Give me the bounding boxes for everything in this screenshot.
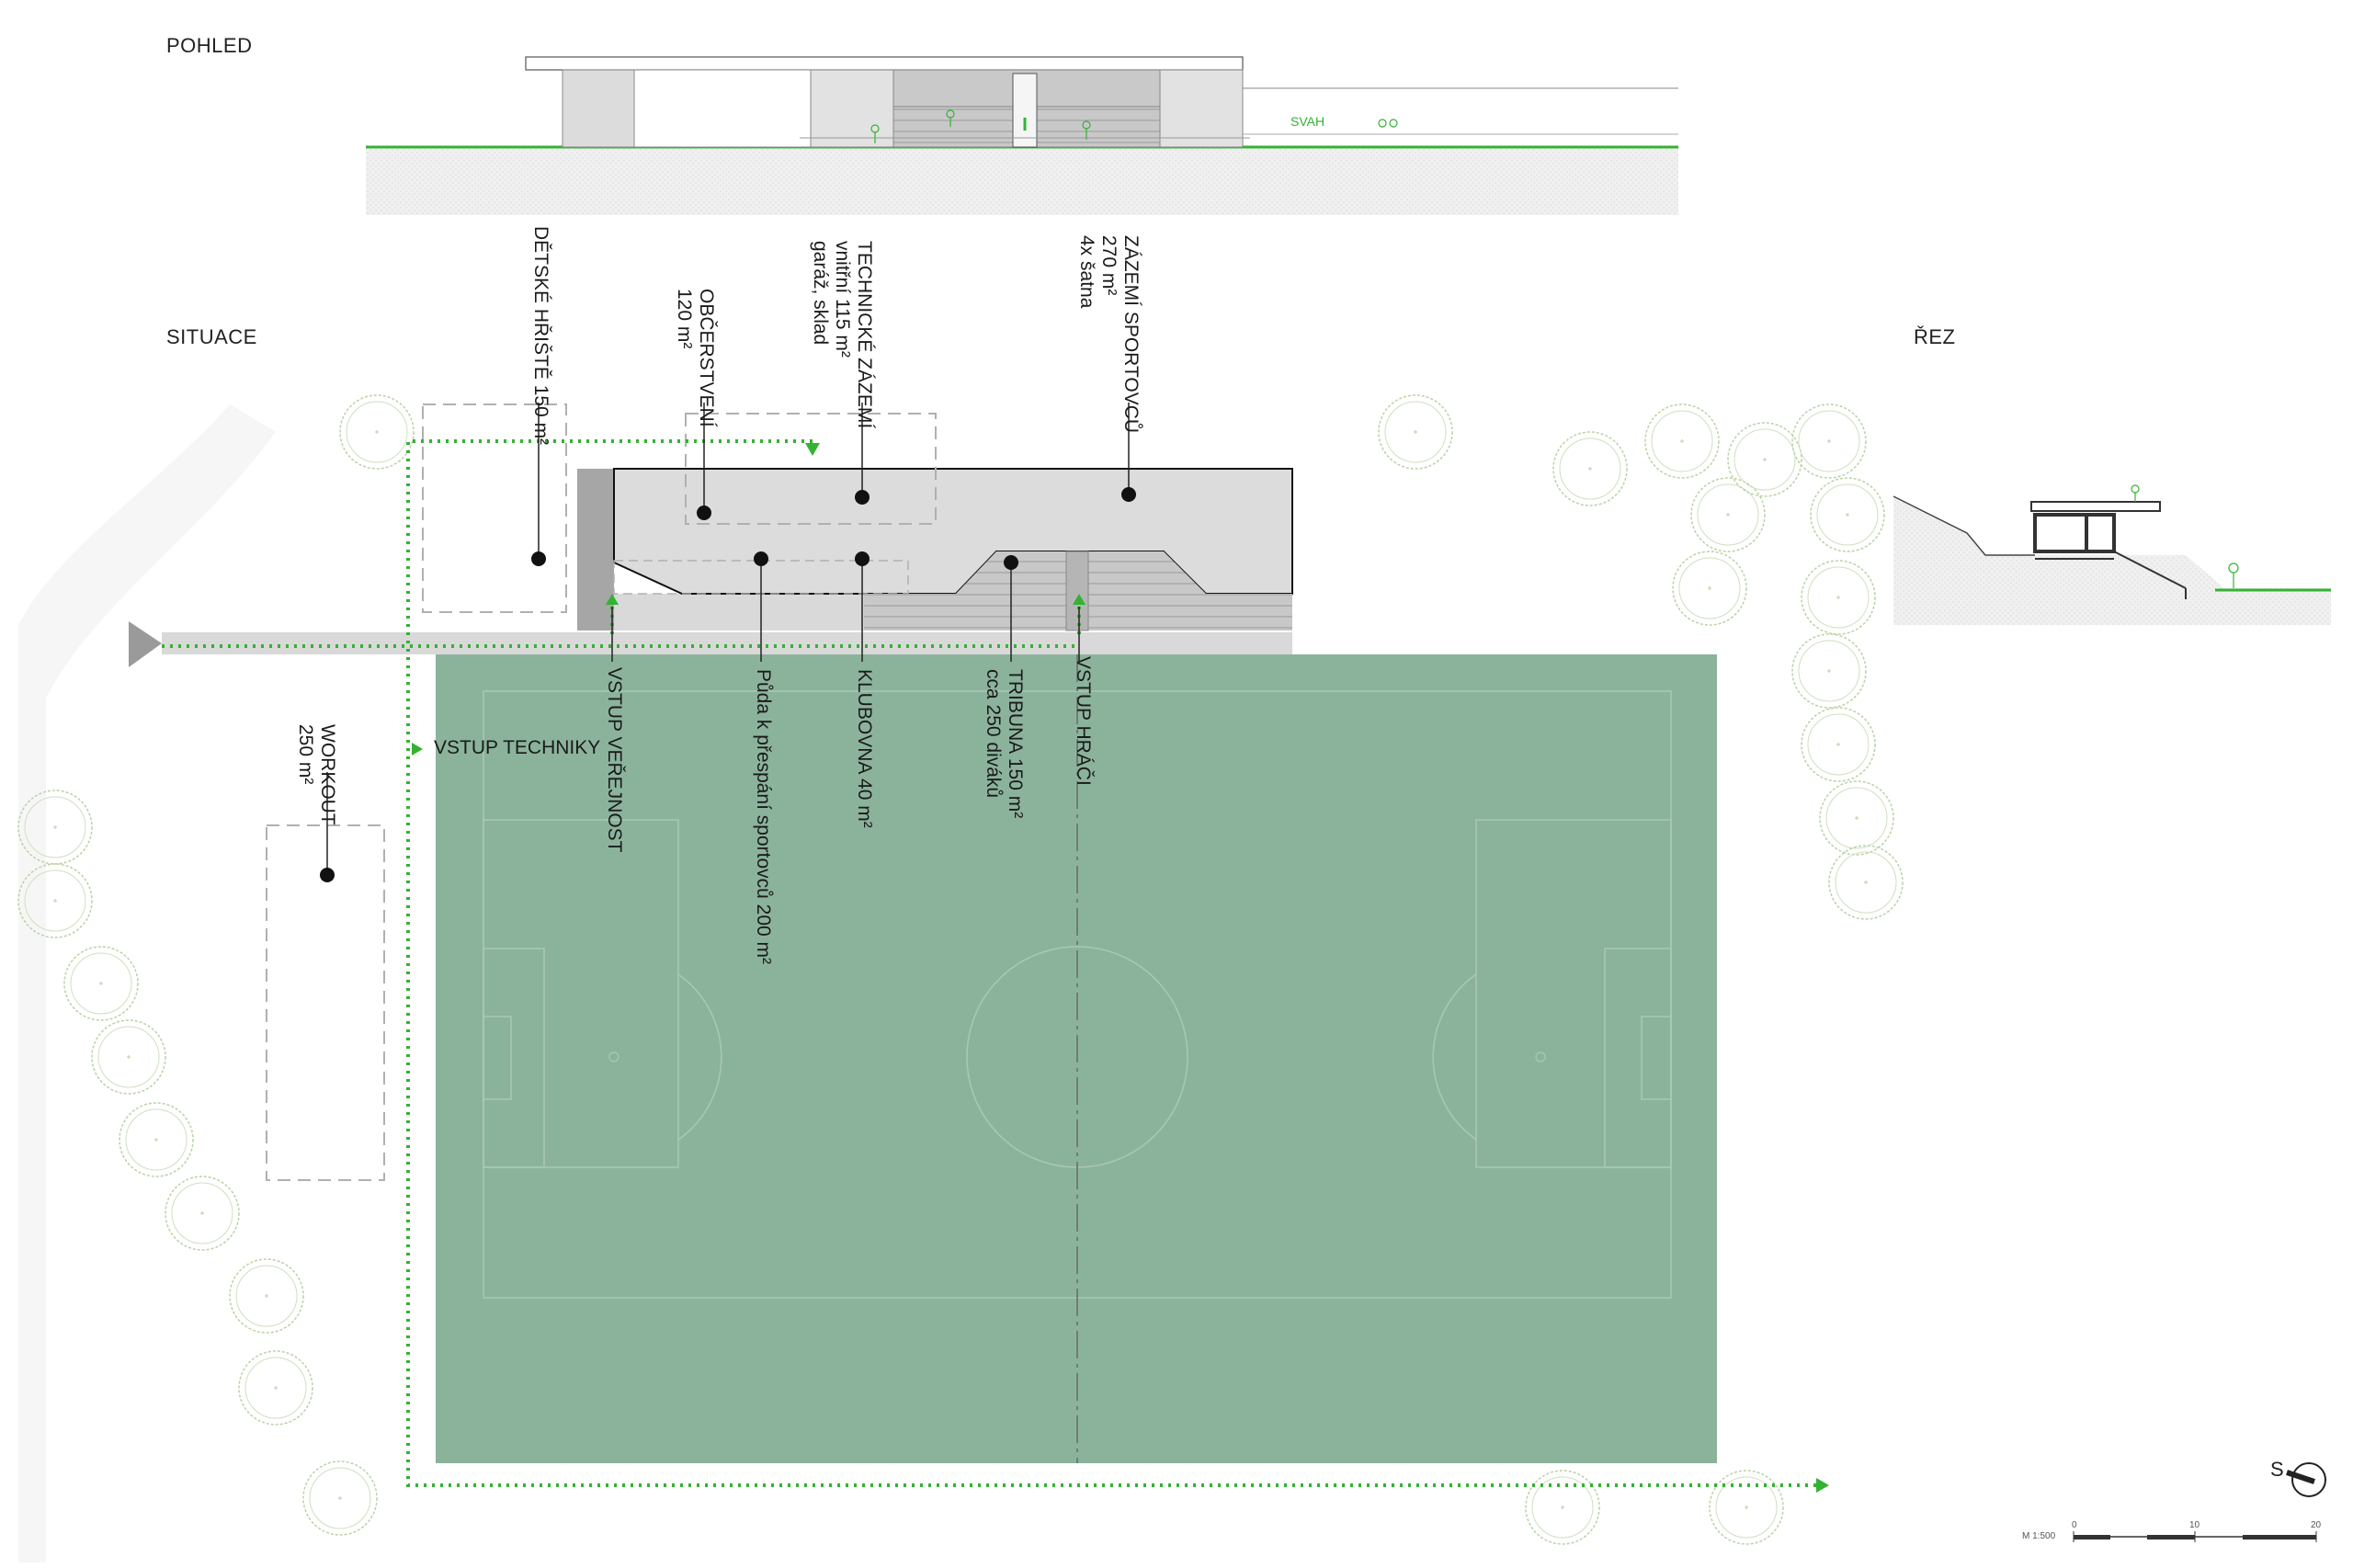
route-arrow-end	[1816, 1478, 1829, 1493]
pitch-goal-left	[483, 1016, 512, 1100]
label-playground-line1: DĚTSKÉ HŘIŠTĚ 150 m²	[530, 226, 551, 446]
tribune-aisle	[1065, 551, 1089, 631]
elevation-figure-1	[870, 124, 880, 143]
slope-label: SVAH	[1290, 114, 1325, 129]
route-arrow-players	[1073, 594, 1086, 605]
elevation-door	[1012, 73, 1038, 148]
label-workout: WORKOUT 250 m²	[294, 724, 338, 825]
scale-tick-20: 20	[2311, 1520, 2322, 1530]
label-entrance-technical: VSTUP TECHNIKY	[434, 737, 601, 758]
section-title: ŘEZ	[1914, 325, 1956, 348]
label-refreshment-line2: 120 m²	[674, 289, 695, 349]
access-arrow	[129, 621, 162, 667]
zone-playground	[422, 403, 567, 613]
label-athletes-line1: ZÁZEMÍ SPORTOVCŮ	[1120, 235, 1142, 434]
building-main	[613, 468, 1293, 595]
building-annex	[577, 469, 614, 631]
label-entrance-public: VSTUP VEŘEJNOST	[603, 667, 625, 853]
zone-refreshment	[685, 413, 937, 525]
elevation-glass-left	[633, 69, 812, 148]
elevation-figure-2	[946, 109, 955, 127]
route-arrow-top	[805, 443, 820, 456]
elevation-figure-4	[1378, 119, 1398, 128]
section-terrain-line	[1893, 495, 2035, 556]
label-refreshment: OBČERSTVENÍ 120 m²	[673, 289, 717, 427]
zone-workout	[266, 824, 385, 1181]
road	[18, 404, 276, 1562]
north-letter: S	[2270, 1458, 2284, 1481]
leaders	[326, 403, 1130, 875]
section-building-roof	[2030, 501, 2161, 512]
label-technical-line2: vnitřní 115 m²	[832, 241, 853, 358]
label-loft: Půda k přespání sportovců 200 m²	[752, 669, 774, 964]
leader-dots	[320, 487, 1136, 882]
section-figure-2	[2131, 484, 2140, 502]
pitch-arc-left	[677, 973, 722, 1141]
football-pitch	[436, 654, 1717, 1463]
view-title: POHLED	[166, 34, 253, 57]
label-stand-line2: cca 250 diváků	[983, 669, 1004, 799]
section-view	[1893, 484, 2331, 625]
section-figure	[2228, 562, 2239, 588]
label-clubroom-line1: KLUBOVNA 40 m²	[854, 669, 875, 828]
label-workout-line1: WORKOUT	[317, 724, 338, 825]
label-stand-line1: TRIBUNA 150 m²	[1005, 669, 1026, 819]
access-path	[162, 632, 1292, 654]
scale-bar	[2073, 1531, 2317, 1542]
scale-tick-0: 0	[2072, 1520, 2077, 1530]
label-refreshment-line1: OBČERSTVENÍ	[696, 289, 717, 427]
section-building-room-1	[2033, 513, 2088, 553]
label-technical-line3: garáž, sklad	[810, 241, 831, 346]
green-routes	[162, 439, 1816, 1487]
north-arrow-icon	[2286, 1462, 2326, 1497]
site-title: SITUACE	[166, 325, 257, 348]
label-loft-line1: Půda k přespání sportovců 200 m²	[753, 669, 774, 965]
elevation-ground	[366, 147, 1678, 215]
label-technical-line1: TECHNICKÉ ZÁZEMÍ	[854, 241, 875, 429]
scale-ratio: M 1:500	[2022, 1531, 2056, 1541]
label-stand: TRIBUNA 150 m² cca 250 diváků	[982, 669, 1026, 818]
route-arrow-public	[606, 594, 619, 605]
section-building-room-2	[2085, 513, 2116, 553]
label-clubroom: KLUBOVNA 40 m²	[853, 669, 875, 828]
elevation-roof	[525, 56, 1244, 71]
pitch-goal-right	[1641, 1016, 1672, 1100]
label-technical: TECHNICKÉ ZÁZEMÍ vnitřní 115 m² garáž, s…	[809, 241, 875, 428]
elevation-wall-left	[562, 69, 635, 148]
label-entrance-public-line1: VSTUP VEŘEJNOST	[604, 667, 625, 853]
elevation-view	[366, 56, 1678, 215]
building-plan	[577, 468, 1293, 631]
scale-tick-10: 10	[2189, 1520, 2200, 1530]
route-arrow-technical	[412, 743, 423, 756]
label-playground: DĚTSKÉ HŘIŠTĚ 150 m²	[529, 226, 551, 445]
section-terrain	[1893, 496, 2331, 625]
elevation-figure-3	[1082, 120, 1091, 140]
label-entrance-players: VSTUP HRÁČI	[1072, 656, 1094, 786]
label-workout-line2: 250 m²	[295, 724, 316, 785]
pitch-spot-right	[1535, 1051, 1546, 1062]
section-stair	[2113, 551, 2187, 589]
label-athletes-line3: 4x šatna	[1076, 235, 1097, 309]
label-athletes: ZÁZEMÍ SPORTOVCŮ 270 m² 4x šatna	[1075, 235, 1142, 433]
label-athletes-line2: 270 m²	[1098, 235, 1120, 296]
pitch-arc-right	[1432, 973, 1477, 1141]
label-entrance-players-line1: VSTUP HRÁČI	[1073, 656, 1094, 786]
pitch-spot-left	[608, 1051, 620, 1062]
